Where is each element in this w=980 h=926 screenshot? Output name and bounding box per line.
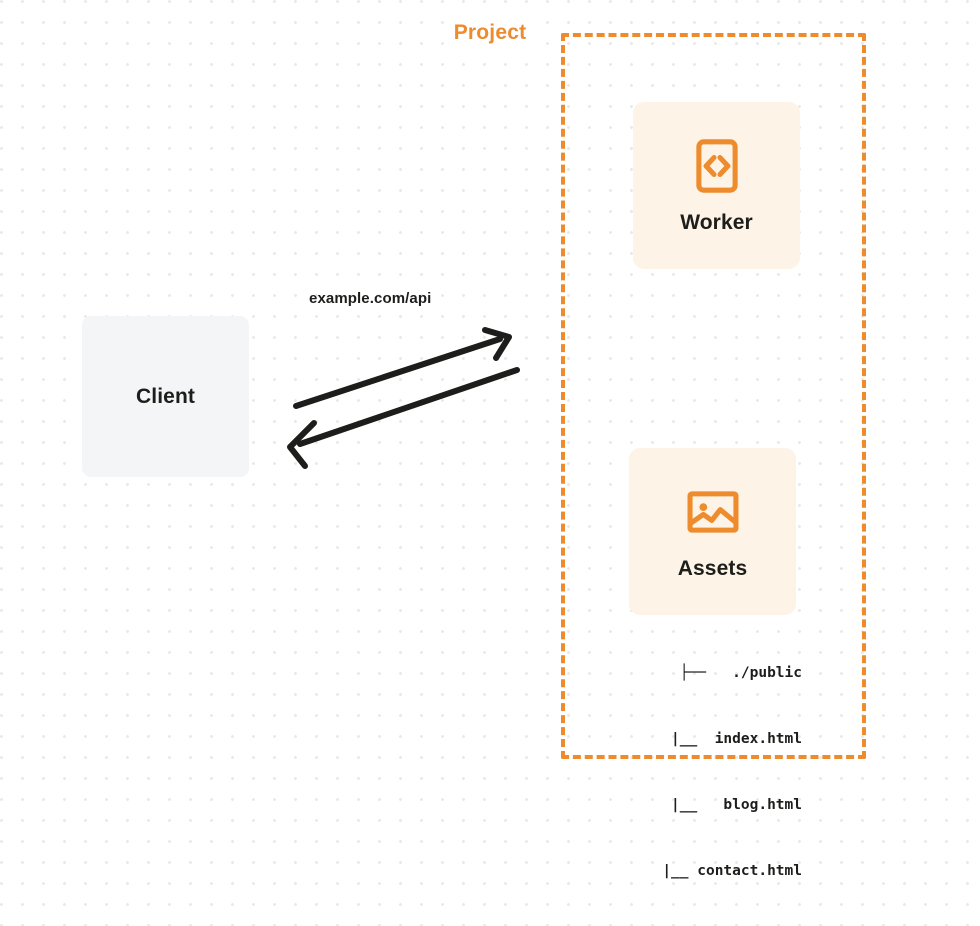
diagram-canvas: example.com/api Client Project Worker As… bbox=[82, 21, 866, 879]
assets-file-tree: ├── ./public |__ index.html |__ blog.htm… bbox=[596, 618, 802, 926]
request-arrow bbox=[293, 327, 512, 409]
service-card-assets[interactable]: Assets bbox=[629, 448, 796, 615]
project-title: Project bbox=[446, 21, 534, 45]
connector-label: example.com/api bbox=[309, 290, 432, 307]
service-label-assets: Assets bbox=[677, 556, 748, 580]
client-label: Client bbox=[136, 384, 195, 408]
response-arrow bbox=[287, 367, 520, 469]
file-tree-row: |__ index.html bbox=[653, 731, 802, 747]
file-tree-row: |__ blog.html bbox=[653, 797, 802, 813]
file-tree-row: ├── ./public bbox=[679, 665, 802, 681]
client-node[interactable]: Client bbox=[82, 316, 249, 477]
file-tree-row: |__ contact.html bbox=[644, 863, 802, 879]
project-container bbox=[561, 33, 866, 759]
service-card-worker[interactable]: Worker bbox=[633, 102, 800, 269]
service-label-worker: Worker bbox=[680, 210, 753, 234]
code-brackets-icon bbox=[695, 138, 738, 193]
image-icon bbox=[687, 490, 738, 533]
connector-arrows bbox=[287, 327, 520, 469]
